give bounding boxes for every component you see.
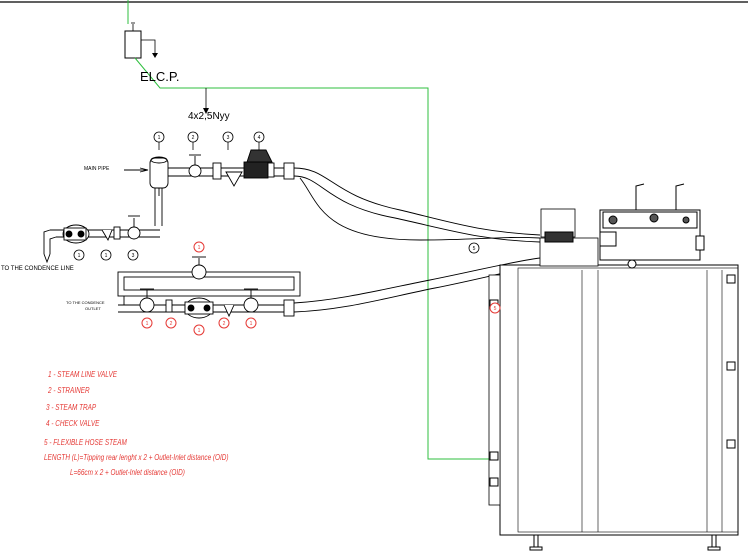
electrical-control-panel xyxy=(124,0,158,59)
marker-left-3: 3 xyxy=(132,253,135,259)
condense-line-label: TO THE CONDENCE LINE xyxy=(1,266,74,272)
legend-item-3: 3 - STEAM TRAP xyxy=(46,403,97,412)
condense-outlet-label-2: OUTLET xyxy=(85,306,101,311)
red-marker-b3: 1 xyxy=(198,328,201,334)
marker-top-3: 3 xyxy=(227,135,230,141)
red-marker-machine: 5 xyxy=(494,306,497,312)
ironer-machine xyxy=(488,183,739,551)
condense-branch xyxy=(43,215,160,264)
black-markers xyxy=(73,131,480,261)
legend-item-4: 4 - CHECK VALVE xyxy=(46,419,100,428)
power-cable xyxy=(134,57,493,460)
condense-return-loop xyxy=(117,256,301,319)
cable-spec-label: 4x2,5Nyy xyxy=(188,111,230,122)
red-marker-b4: 2 xyxy=(223,321,226,327)
red-markers xyxy=(141,241,501,336)
red-marker-b2: 2 xyxy=(170,321,173,327)
main-steam-pipe xyxy=(124,149,295,226)
elcp-label: ELC.P. xyxy=(140,69,180,84)
red-marker-top: 1 xyxy=(198,245,201,251)
main-pipe-label: MAIN PIPE xyxy=(84,166,110,172)
legend-item-2: 2 - STRAINER xyxy=(48,386,90,395)
marker-top-4: 4 xyxy=(258,135,261,141)
legend-item-5: 5 - FLEXIBLE HOSE STEAM xyxy=(44,438,127,447)
marker-hose-5: 5 xyxy=(473,246,476,252)
red-marker-b1: 1 xyxy=(146,321,149,327)
legend-formula-1: LENGTH (L)=Tipping rear lenght x 2 + Out… xyxy=(44,453,229,462)
legend-item-1: 1 - STEAM LINE VALVE xyxy=(48,370,118,379)
marker-left-2: 1 xyxy=(105,253,108,259)
legend-formula-2: L=66cm x 2 + Outlet-Inlet distance (OID) xyxy=(70,468,185,477)
condense-outlet-label-1: TO THE CONDENCE xyxy=(66,300,105,305)
marker-top-2: 2 xyxy=(192,135,195,141)
red-marker-b5: 1 xyxy=(250,321,253,327)
marker-left-1: 1 xyxy=(78,253,81,259)
flexible-hose-upper xyxy=(293,167,541,243)
marker-top-1: 1 xyxy=(158,135,161,141)
